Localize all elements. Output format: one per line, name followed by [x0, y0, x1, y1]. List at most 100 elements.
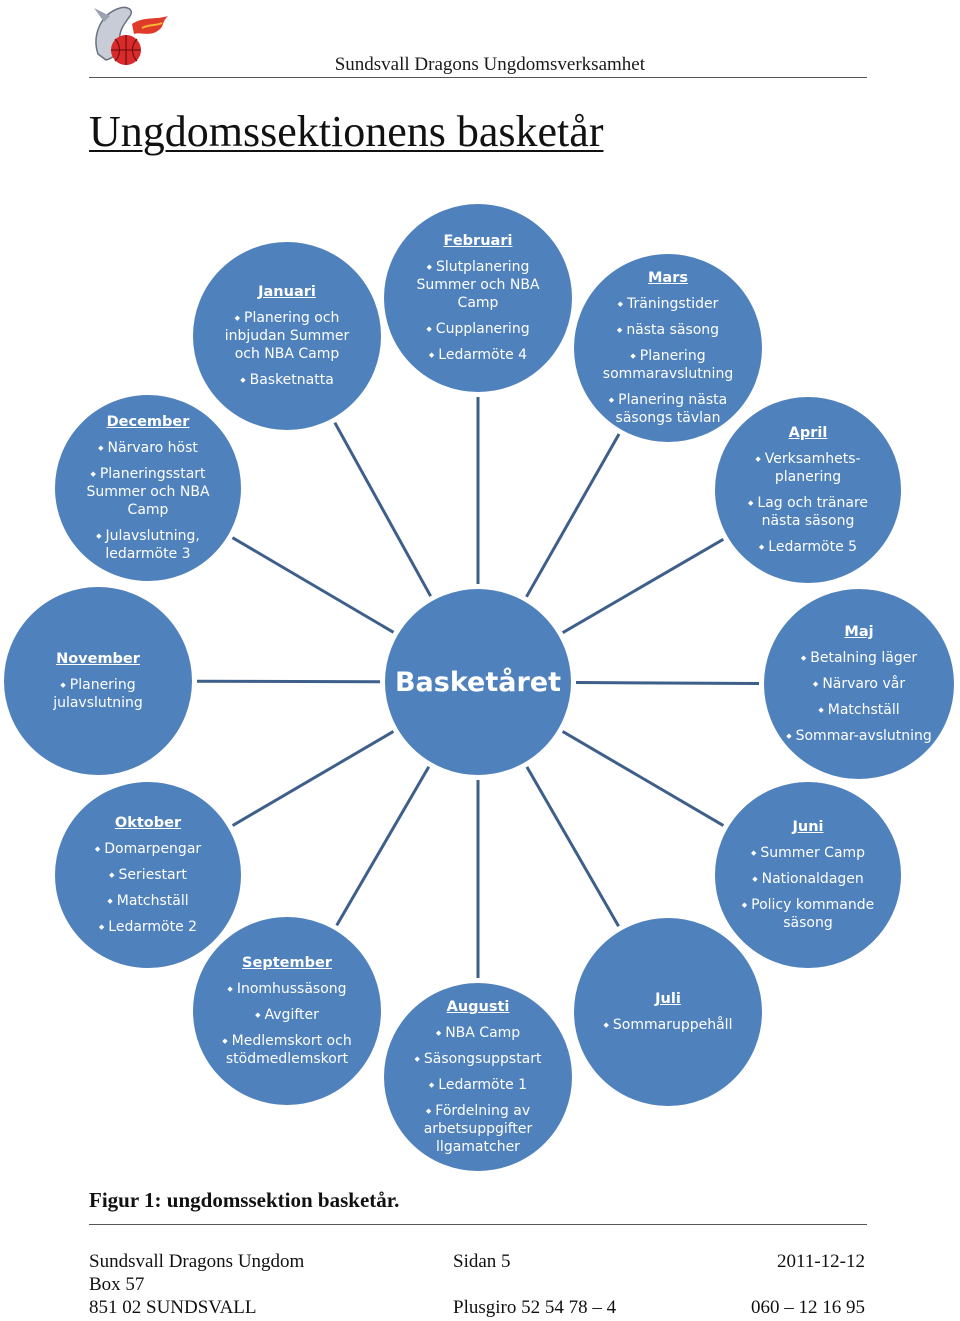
month-item: ◆NBA Camp [436, 1024, 520, 1042]
bullet-icon: ◆ [750, 849, 757, 857]
month-item: ◆Träningstider [618, 295, 719, 313]
month-item-text: Ledarmöte 4 [438, 347, 528, 363]
month-item-text: Avgifter [264, 1007, 319, 1023]
month-name: Maj [844, 624, 874, 640]
month-node-februari: Februari◆Slutplanering Summer och NBA Ca… [403, 198, 553, 398]
month-item: ◆Matchställ [818, 701, 899, 719]
month-item: ◆Cupplanering [426, 320, 529, 338]
month-item: ◆Planering julavslutning [23, 676, 173, 712]
bullet-icon: ◆ [435, 1029, 442, 1037]
month-name: September [242, 955, 332, 971]
bullet-icon: ◆ [234, 314, 240, 322]
month-item-text: Närvaro höst [107, 440, 198, 456]
bullet-icon: ◆ [425, 1107, 432, 1115]
month-node-juni: Juni◆Summer Camp◆Nationaldagen◆Policy ko… [733, 775, 883, 975]
month-name: November [56, 651, 140, 667]
month-circle-mars [572, 252, 764, 444]
month-item-text: Fördelning av arbetsuppgifter llgamatche… [423, 1103, 533, 1155]
bullet-icon: ◆ [812, 680, 819, 688]
sundsvall-dragons-logo [94, 6, 168, 65]
month-circle-maj [762, 587, 956, 781]
month-item: ◆Planering nästa säsongs tävlan [593, 391, 743, 427]
month-item: ◆nästa säsong [617, 321, 719, 339]
footer-org: Sundsvall Dragons Ungdom [89, 1251, 305, 1272]
month-circle-augusti [382, 981, 574, 1173]
month-item-text: Träningstider [627, 296, 719, 312]
month-item: ◆Policy kommande säsong [733, 896, 883, 932]
month-item: ◆Ledarmöte 1 [429, 1076, 527, 1094]
month-item-text: Ledarmöte 1 [438, 1077, 528, 1093]
month-node-maj: Maj◆Betalning läger◆Närvaro vår◆Matchstä… [784, 584, 934, 784]
connector-line [575, 681, 760, 685]
month-circle-oktober [53, 780, 243, 970]
month-item-text: Matchställ [116, 893, 189, 909]
bullet-icon: ◆ [747, 499, 754, 507]
month-name: Mars [648, 270, 688, 286]
month-item: ◆Betalning läger [801, 649, 917, 667]
bullet-icon: ◆ [426, 325, 432, 333]
bullet-icon: ◆ [758, 543, 765, 551]
month-name: Juli [655, 991, 681, 1007]
month-node-juli: Juli◆Sommaruppehåll [593, 912, 743, 1112]
bullet-icon: ◆ [109, 871, 115, 879]
month-item-text: Domarpengar [104, 841, 202, 857]
header-title: Sundsvall Dragons Ungdomsverksamhet [334, 54, 645, 75]
footer-box: Box 57 [89, 1274, 145, 1295]
month-name: December [106, 414, 190, 430]
month-name: Augusti [446, 999, 510, 1015]
month-item: ◆Planeringsstart Summer och NBA Camp [73, 465, 223, 519]
month-circle-december [53, 393, 243, 583]
bullet-icon: ◆ [240, 376, 246, 384]
month-item-text: Planeringsstart Summer och NBA Camp [86, 466, 210, 518]
month-item-text: Julavslutning, ledarmöte 3 [105, 528, 200, 562]
month-item-text: Matchställ [827, 702, 900, 718]
month-node-januari: Januari ◆Planering och inbjudan Summer oc… [212, 236, 362, 436]
month-item: ◆Sommar-avslutning [786, 727, 932, 745]
figure-caption: Figur 1: ungdomssektion basketår. [89, 1188, 400, 1212]
month-name: Oktober [114, 815, 182, 831]
center-label: Basketåret [394, 666, 562, 698]
month-item-text: Betalning läger [810, 650, 918, 666]
month-item-text: Basketnatta [249, 372, 334, 388]
bullet-icon: ◆ [255, 1011, 261, 1019]
connector-line [561, 537, 725, 635]
bullet-icon: ◆ [90, 470, 96, 478]
month-item-text: Säsongsuppstart [423, 1051, 542, 1067]
month-item: ◆Verksamhets-planering [733, 450, 883, 486]
bullet-icon: ◆ [98, 923, 105, 931]
month-item-text: Seriestart [118, 867, 187, 883]
connector-line [335, 765, 431, 927]
bullet-icon: ◆ [786, 732, 792, 740]
month-node-mars: Mars◆Träningstider◆nästa säsong◆Planerin… [593, 248, 743, 448]
month-item: ◆Säsongsuppstart [414, 1050, 541, 1068]
month-item-text: Ledarmöte 2 [108, 919, 198, 935]
month-item: ◆Ledarmöte 4 [429, 346, 527, 364]
month-item-text: Medlemskort och stödmedlemskort [225, 1033, 352, 1067]
bullet-icon: ◆ [752, 875, 758, 883]
month-circle-september [191, 915, 383, 1107]
bullet-icon: ◆ [222, 1037, 228, 1045]
month-name: April [788, 425, 828, 441]
bullet-icon: ◆ [60, 681, 66, 689]
bullet-icon: ◆ [96, 532, 102, 540]
month-item: ◆Planering och inbjudan Summer och NBA C… [212, 309, 362, 363]
bullet-icon: ◆ [755, 455, 761, 463]
month-item-text: Inomhussäsong [236, 981, 347, 997]
bullet-icon: ◆ [818, 706, 824, 714]
month-item: ◆Seriestart [109, 866, 187, 884]
month-node-november: November ◆Planering julavslutning [23, 581, 173, 781]
month-item-text: Planering sommaravslutning [602, 348, 734, 382]
bullet-icon: ◆ [616, 326, 623, 334]
footer-plusgiro: Plusgiro 52 54 78 – 4 [453, 1297, 617, 1318]
cycle-diagram [2, 202, 956, 1173]
page-title: Ungdomssektionens basketår [89, 107, 604, 156]
month-item-text: Sommar-avslutning [795, 728, 932, 744]
month-item-text: Verksamhets-planering [764, 451, 861, 485]
month-item-text: Policy kommande säsong [751, 897, 875, 931]
bullet-icon: ◆ [603, 1021, 609, 1029]
month-name: Februari [443, 233, 513, 249]
bullet-icon: ◆ [630, 352, 636, 360]
month-name: Januari [258, 284, 316, 300]
bullet-icon: ◆ [608, 396, 615, 404]
month-item: ◆Matchställ [107, 892, 188, 910]
